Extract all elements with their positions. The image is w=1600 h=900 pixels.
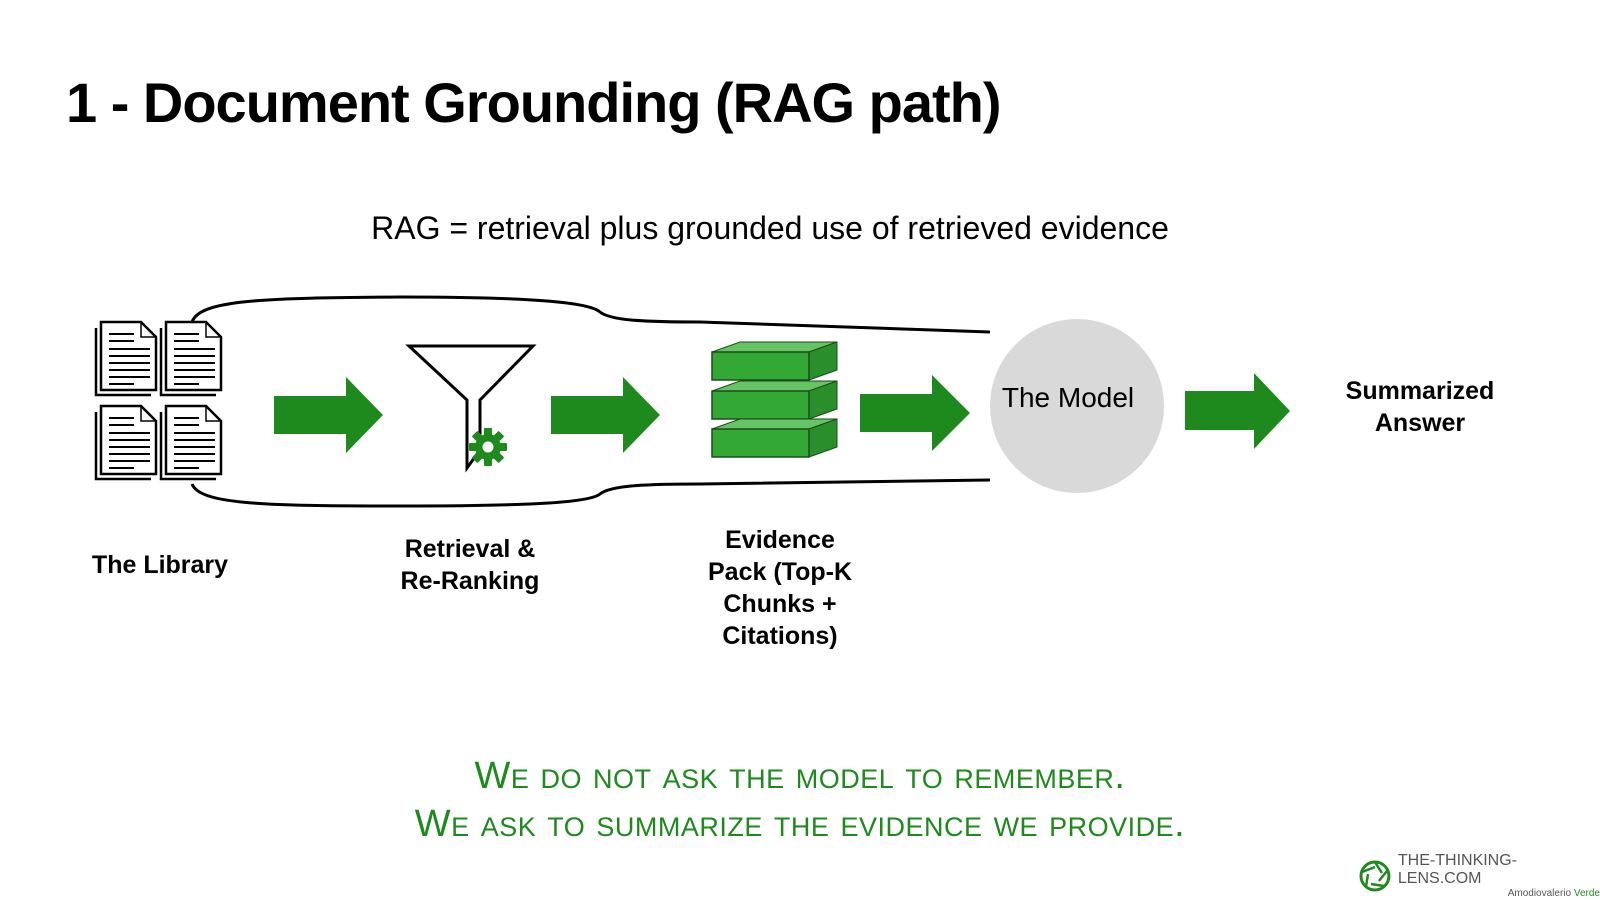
evidence-block (711, 380, 838, 420)
model-circle (990, 319, 1164, 493)
evidence-block (711, 341, 838, 381)
brand-footer: THE-THINKING-LENS.COM Amodiovalerio Verd… (1358, 852, 1600, 899)
tagline-line2: We ask to summarize the evidence we prov… (414, 803, 1186, 845)
answer-label-line2: Answer (1374, 409, 1466, 437)
arrow-library-to-retrieval (274, 377, 383, 453)
slide-title: 1 - Document Grounding (RAG path) (66, 71, 1001, 134)
documents-icon (94, 320, 223, 481)
slide-subtitle: RAG = retrieval plus grounded use of ret… (371, 210, 1169, 246)
lens-logo-icon (1359, 860, 1391, 891)
document-page (159, 320, 223, 397)
library-label: The Library (91, 551, 229, 579)
evidence-label-line3: Chunks + (723, 590, 837, 618)
evidence-label-line1: Evidence (725, 526, 835, 554)
author-first: Amodiovalerio (1507, 888, 1572, 899)
evidence-label: Evidence Pack (Top-K Chunks + Citations) (680, 524, 880, 652)
stacked-blocks-icon (711, 341, 838, 458)
retrieval-label-line1: Retrieval & (404, 535, 536, 563)
pipe-top-outline (190, 295, 991, 334)
arrow-evidence-to-model (860, 375, 970, 451)
tagline-line1: We do not ask the model to remember. (474, 755, 1126, 797)
document-page (94, 404, 158, 481)
evidence-label-line4: Citations) (722, 622, 838, 650)
model-label: The Model (1001, 382, 1135, 413)
document-page (94, 320, 158, 397)
pipe-bottom-outline (190, 478, 991, 508)
arrow-retrieval-to-evidence (551, 377, 660, 453)
author-last: Verde (1573, 888, 1600, 899)
brand-author: Amodiovalerio Verde (1508, 888, 1600, 899)
answer-label: Summarized Answer (1320, 375, 1520, 439)
retrieval-label: Retrieval & Re-Ranking (380, 533, 560, 597)
evidence-block (711, 418, 838, 458)
arrow-model-to-answer (1185, 373, 1290, 449)
gear-icon (469, 428, 507, 466)
answer-label-line1: Summarized (1345, 377, 1495, 405)
retrieval-label-line2: Re-Ranking (400, 567, 540, 595)
document-page (159, 404, 223, 481)
evidence-label-line2: Pack (Top-K (708, 558, 852, 586)
brand-name[interactable]: THE-THINKING-LENS.COM (1397, 852, 1518, 887)
